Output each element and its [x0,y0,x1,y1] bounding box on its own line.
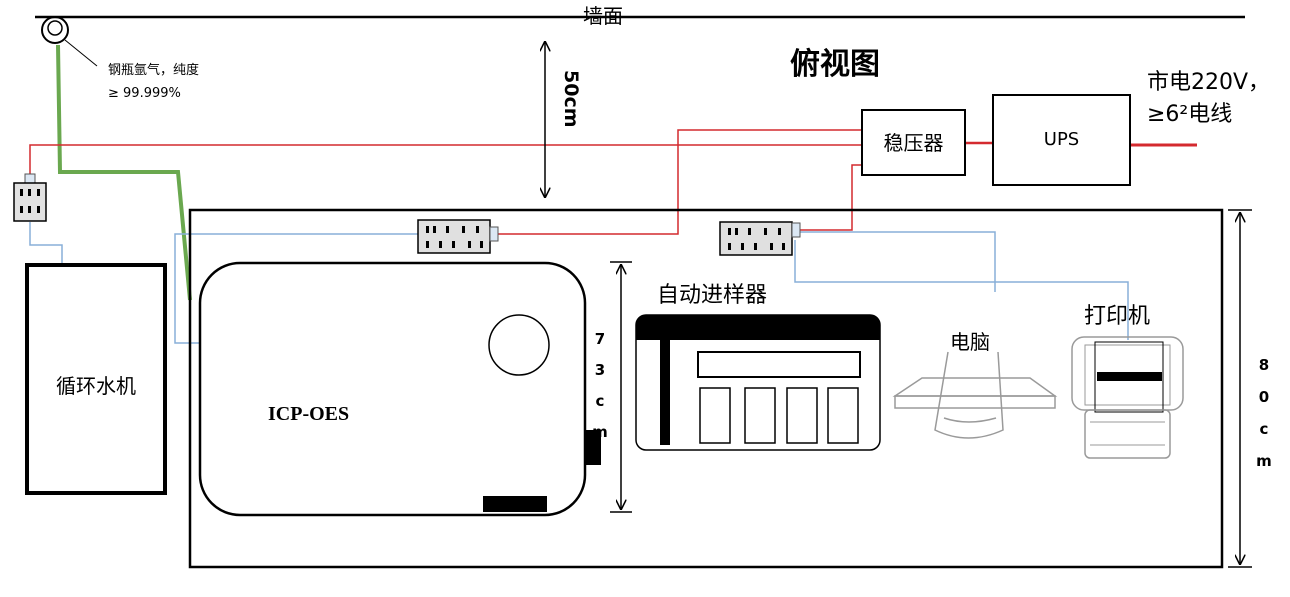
cable-strip-icp [174,233,418,344]
chiller-box [25,263,167,495]
icp-depth-arrow [610,261,632,513]
power-cable-strip-1 [498,129,862,235]
cable-strip-printer [794,240,1129,340]
computer-label: 电脑 [950,330,990,354]
cable-outlet-chiller [29,222,63,265]
wall-outlet-icon [13,173,47,222]
mains-label-line-1: 市电220V， [1147,70,1271,95]
icp-depth-label: 73cm [591,330,609,454]
icp-oes-label: ICP-OES [268,403,350,425]
ups-box [992,94,1131,186]
power-cable-main [29,144,862,176]
table-depth-arrow [1228,209,1252,568]
mains-label-line-2: ≥6²电线 [1147,102,1233,127]
icp-oes-instrument [198,261,601,517]
regulator-label: 稳压器 [883,130,944,155]
printer-icon [1071,336,1184,459]
page-title: 俯视图 [790,47,880,82]
argon-label-line-2: ≥ 99.999% [108,86,181,101]
power-strip-2-icon [719,221,801,256]
cable-strip-computer [800,231,996,292]
table-outline [188,208,1224,569]
argon-gas-line [56,44,192,301]
table-depth-label: 80cm [1255,356,1273,484]
argon-label-line-1: 钢瓶氩气，纯度 [108,63,200,78]
power-cable-strip-2 [800,164,862,231]
regulator-box [861,109,966,176]
printer-label: 打印机 [1084,304,1151,329]
autosampler-device [635,314,881,451]
chiller-label: 循环水机 [56,374,136,398]
argon-cylinder-icon [41,16,98,67]
wall-label: 墙面 [583,4,623,28]
ups-label: UPS [1043,129,1080,150]
computer-icon [892,351,1058,439]
power-strip-1-icon [417,219,499,254]
autosampler-label: 自动进样器 [657,283,768,308]
wall-distance-label: 50cm [560,70,582,128]
